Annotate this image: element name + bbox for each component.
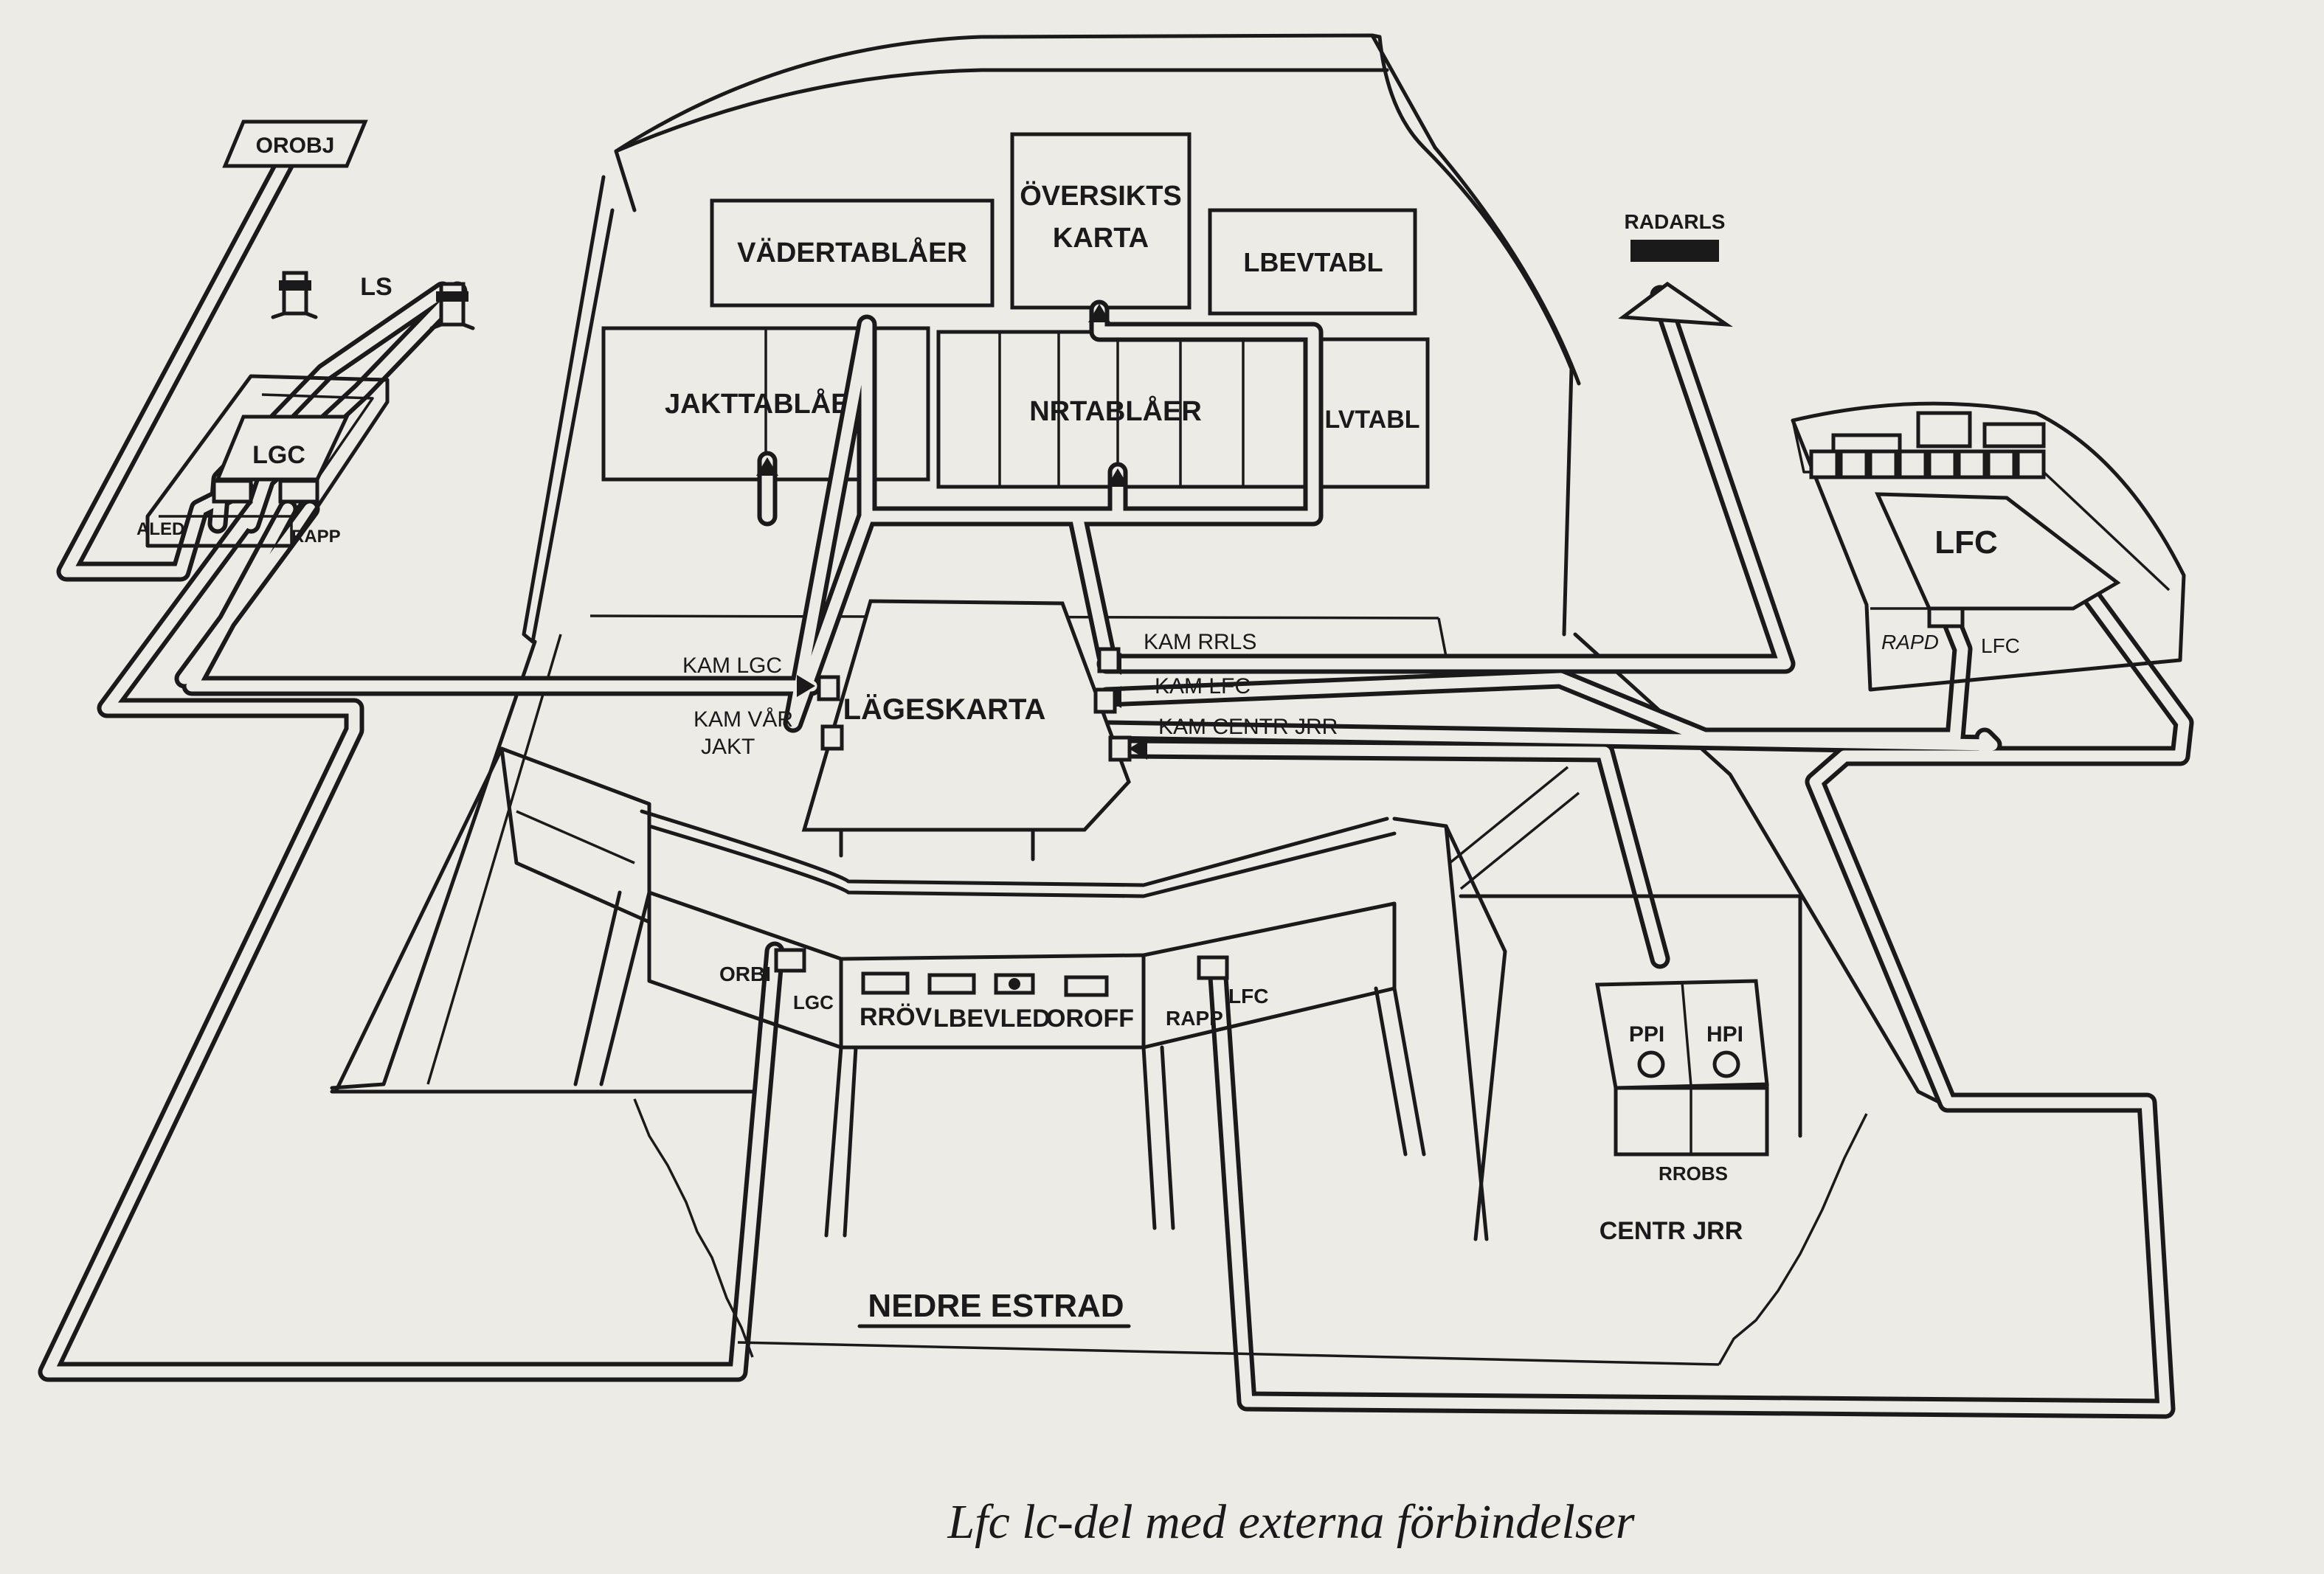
lbevled-label: LBEVLED: [933, 1005, 1051, 1033]
hpi-label: HPI: [1706, 1022, 1743, 1047]
desk-instruments: [774, 948, 1229, 997]
lfc-room-area: LFC RAPD LFC: [1791, 401, 2186, 692]
kam-centr-jrr-label: KAM CENTR JRR: [1158, 715, 1338, 739]
lgc-connector-left: [212, 479, 253, 504]
connector-kam-lgc: [817, 675, 840, 701]
orbi-label: ORBI: [719, 963, 771, 985]
lgc-desk-label: LGC: [793, 991, 834, 1013]
kam-var-label-line1: KAM VÅR: [694, 707, 793, 732]
aled-label: ALED: [136, 519, 184, 539]
oversikts-label-line2: KARTA: [1053, 223, 1149, 254]
centr-jrr-label: CENTR JRR: [1600, 1217, 1743, 1245]
arrow-oversikt: [1088, 304, 1110, 322]
orobj-label: OROBJ: [256, 134, 335, 158]
nedre-estrad-label: NEDRE ESTRAD: [868, 1288, 1124, 1324]
connector-kam-var: [820, 724, 844, 751]
oroff-label: OROFF: [1046, 1005, 1134, 1033]
rapp-lfc-connector: [1197, 955, 1229, 980]
lvtabl-board: [1315, 337, 1430, 489]
nrtablaer-label: NRTABLÅER: [1029, 395, 1202, 427]
orobj-box: [222, 119, 368, 168]
lbevled-instrument: [927, 973, 976, 995]
oroff-instrument-2: [1064, 975, 1109, 997]
arrow-kam-lgc: [797, 675, 815, 697]
lageskarta-table: LÄGESKARTA: [801, 599, 1132, 861]
connector-kam-lfc: [1093, 687, 1117, 714]
arrow-jakt: [756, 457, 778, 476]
lageskarta-label: LÄGESKARTA: [843, 693, 1046, 726]
lfc-console: [1875, 492, 2121, 611]
rrobs-label: RROBS: [1659, 1162, 1728, 1185]
jakttablaer-label: JAKTTABLÅER: [665, 387, 870, 420]
radarls-base: [1618, 281, 1733, 327]
nedre-estrad-structure: [330, 746, 1868, 1366]
oversikts-karta-board: [1010, 132, 1192, 310]
lfc-room-label: LFC: [1934, 524, 1998, 561]
lbevtabl-board: [1208, 208, 1417, 316]
vadertablaer-label: VÄDERTABLÅER: [737, 236, 967, 268]
radarls-label: RADARLS: [1625, 210, 1726, 233]
oversikts-label-line1: ÖVERSIKTS: [1020, 180, 1182, 212]
ls-label: LS: [360, 273, 392, 301]
rapp-left-label: RAPP: [291, 527, 341, 547]
lfc-room-panels: [1809, 449, 2046, 479]
orbi-connector: [774, 948, 806, 973]
main-hall-structure: [330, 33, 1943, 1105]
lfc-right-label: LFC: [1981, 634, 2020, 657]
kam-var-label-line2: JAKT: [701, 735, 755, 759]
ppi-scope: [1637, 1050, 1665, 1078]
rapp-desk-label: RAPP: [1166, 1007, 1223, 1030]
connector-kam-centr: [1108, 735, 1132, 762]
lgc-area: OROBJ LS LGC ALED RAPP: [136, 119, 475, 548]
lfc-connector: [1927, 606, 1965, 628]
arrow-nrtabl: [1107, 468, 1129, 487]
lfc-desk-label: LFC: [1228, 985, 1268, 1008]
lgc-connector-right: [278, 479, 319, 504]
connector-kam-rrls: [1097, 647, 1121, 673]
rrov-instrument: [861, 971, 910, 995]
hpi-scope: [1712, 1050, 1740, 1078]
diagram-caption: Lfc lc-del med externa förbindelser: [947, 1495, 1634, 1549]
ppi-hpi-console: PPI HPI: [1595, 979, 1769, 1157]
kam-lgc-label: KAM LGC: [682, 653, 782, 678]
ls-antenna-right: [429, 282, 475, 330]
lgc-room-label: LGC: [252, 441, 305, 469]
radarls-area: RADARLS: [1618, 210, 1733, 327]
rapd-label: RAPD: [1881, 631, 1939, 653]
arrow-kam-centr: [1129, 738, 1147, 760]
radarls-antenna: [1630, 240, 1719, 262]
ppi-label: PPI: [1629, 1022, 1664, 1047]
lvtabl-label: LVTABL: [1324, 406, 1419, 434]
lbevtabl-label: LBEVTABL: [1243, 247, 1383, 277]
kam-rrls-label: KAM RRLS: [1144, 630, 1256, 654]
vadertablaer-board: [710, 198, 995, 308]
rrov-label: RRÖV: [860, 1003, 933, 1031]
kam-lfc-label: KAM LFC: [1155, 674, 1251, 698]
ls-antenna-left: [271, 271, 318, 319]
